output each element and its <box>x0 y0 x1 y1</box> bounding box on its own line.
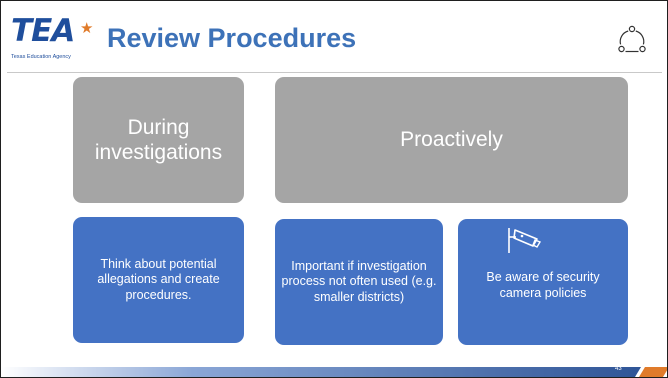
investigation-process-box: Important if investigation process not o… <box>275 219 443 345</box>
logo-subtitle: Texas Education Agency <box>11 54 71 60</box>
box-label: During investigations <box>94 115 223 164</box>
page-number: 43 <box>615 366 622 372</box>
box-label: Important if investigation process not o… <box>281 258 437 304</box>
during-investigations-box: During investigations <box>73 77 244 203</box>
footer-bar <box>1 367 667 377</box>
security-camera-icon <box>508 228 542 253</box>
box-label: Think about potential allegations and cr… <box>97 256 220 302</box>
tea-logo: TEA ★ Texas Education Agency <box>11 13 97 65</box>
box-label: Proactively <box>400 128 503 152</box>
logo-text: TEA <box>11 13 75 49</box>
box-label: Be aware of security camera policies <box>486 270 600 300</box>
logo-star-icon: ★ <box>80 20 94 37</box>
allegations-procedures-box: Think about potential allegations and cr… <box>73 217 244 343</box>
header-divider <box>7 72 662 73</box>
security-camera-box: Be aware of security camera policies <box>458 219 628 345</box>
proactively-box: Proactively <box>275 77 628 203</box>
cycle-icon <box>618 25 646 53</box>
slide-title: Review Procedures <box>107 23 357 53</box>
